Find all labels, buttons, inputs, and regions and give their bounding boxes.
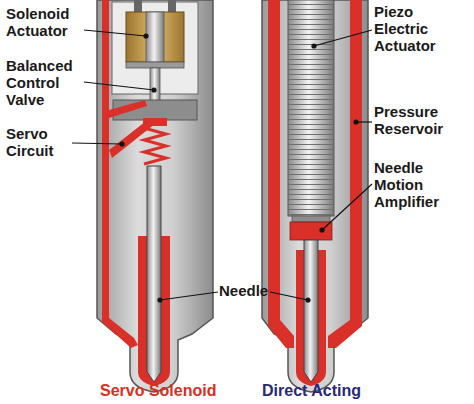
part-label: Piezo Electric Actuator: [374, 4, 470, 54]
direct-injector: [262, 0, 368, 392]
part-label: Balanced Control Valve: [6, 58, 88, 108]
part-label: Needle Motion Amplifier: [374, 160, 470, 210]
injector-caption: Direct Acting: [262, 382, 361, 400]
part-label: Needle: [219, 283, 268, 300]
servo-injector: [97, 0, 213, 392]
leader-lines: [72, 30, 372, 302]
part-label: Solenoid Actuator: [6, 6, 88, 40]
part-label: Pressure Reservoir: [374, 104, 470, 138]
part-label: Servo Circuit: [6, 126, 74, 160]
injector-caption: Servo Solenoid: [100, 382, 216, 400]
